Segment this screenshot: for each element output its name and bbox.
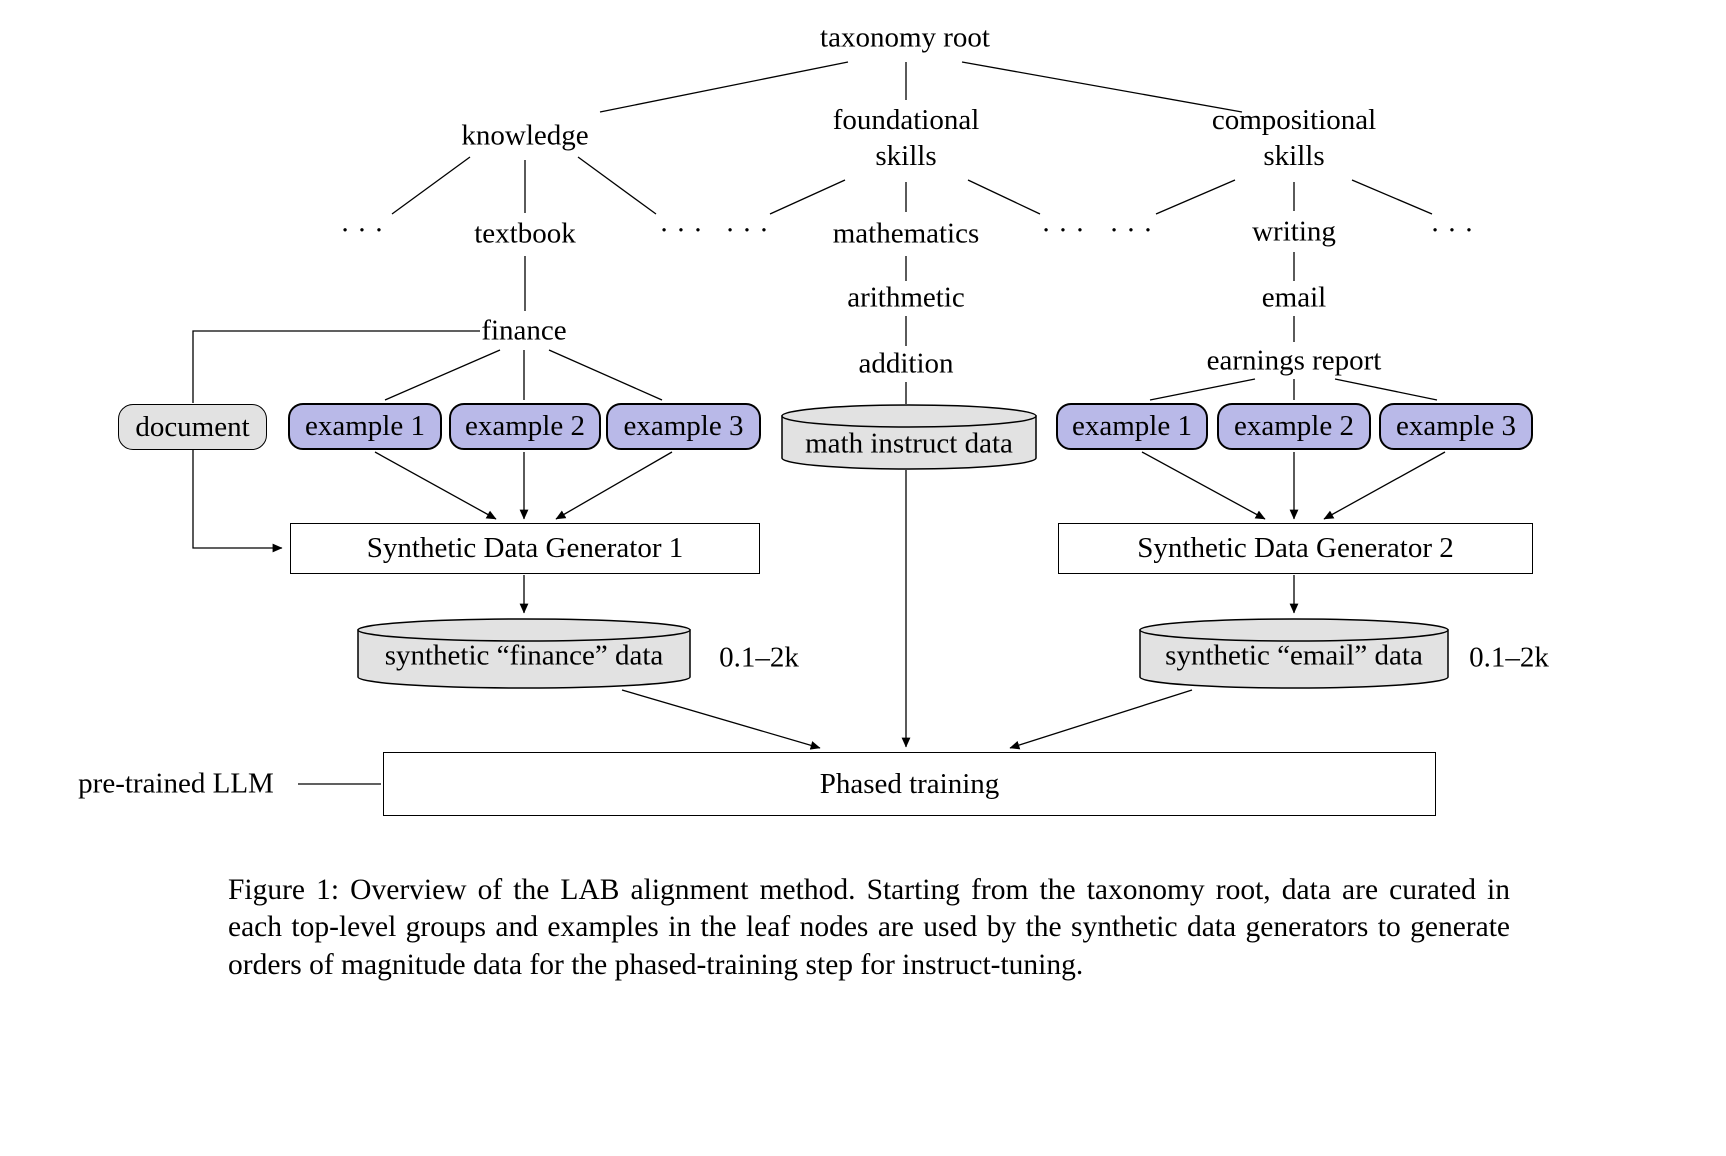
example-box-left-3: example 3 — [606, 403, 761, 450]
node-foundational-skills: foundational skills — [832, 104, 980, 172]
edge-compositional-ellipsis — [1155, 179, 1236, 215]
node-finance: finance — [481, 314, 567, 347]
edge-finance-example1 — [384, 349, 501, 401]
edge-finance-example3 — [548, 349, 663, 401]
edge-earnings-example1 — [1149, 378, 1256, 401]
example-box-right-1: example 1 — [1056, 403, 1208, 450]
arrow-example1-sdg2 — [1141, 451, 1266, 520]
synthetic-data-generator-1-box: Synthetic Data Generator 1 — [290, 523, 760, 574]
example-box-right-3: example 3 — [1379, 403, 1533, 450]
size-label-left: 0.1–2k — [719, 641, 799, 674]
node-earnings-report: earnings report — [1206, 344, 1382, 377]
example-box-left-1: example 1 — [288, 403, 442, 450]
figure-caption: Figure 1: Overview of the LAB alignment … — [228, 874, 1510, 981]
node-email: email — [1261, 281, 1327, 314]
node-taxonomy-root: taxonomy root — [820, 21, 990, 54]
ellipsis: · · · — [725, 214, 769, 247]
synthetic-finance-cylinder — [357, 618, 691, 689]
size-label-right: 0.1–2k — [1469, 641, 1549, 674]
cylinder-body — [1139, 629, 1449, 689]
edge-earnings-example3 — [1334, 378, 1438, 401]
cylinder-top — [1139, 618, 1449, 642]
tree-edges — [384, 61, 1438, 404]
ellipsis: · · · — [659, 214, 703, 247]
document-box: document — [118, 404, 267, 450]
arrow-emaildata-phased — [1009, 689, 1193, 750]
edge-root-compositional — [961, 61, 1243, 113]
synthetic-data-generator-2-box: Synthetic Data Generator 2 — [1058, 523, 1533, 574]
node-mathematics: mathematics — [832, 217, 980, 250]
example-box-left-2: example 2 — [449, 403, 601, 450]
synthetic-email-cylinder — [1139, 618, 1449, 689]
node-knowledge: knowledge — [461, 119, 589, 152]
pretrained-llm-label: pre-trained LLM — [78, 767, 274, 800]
cylinder-top — [781, 404, 1037, 428]
node-addition: addition — [858, 347, 954, 380]
cylinder-body — [357, 629, 691, 689]
edge-knowledge-ellipsis2 — [577, 156, 657, 215]
arrow-financedata-phased — [621, 689, 821, 750]
cylinder-top — [357, 618, 691, 642]
math-instruct-data-label: math instruct data — [805, 427, 1013, 460]
document-connector — [192, 330, 480, 553]
cylinder-body — [781, 415, 1037, 470]
edge-document-sdg1 — [192, 450, 283, 553]
edge-root-knowledge — [599, 61, 849, 113]
node-textbook: textbook — [474, 217, 576, 250]
edge-finance-document — [192, 330, 480, 403]
edge-foundational-ellipsis2 — [967, 179, 1041, 215]
ellipsis: · · · — [1109, 214, 1153, 247]
flow-arrows — [298, 451, 1446, 785]
ellipsis: · · · — [340, 214, 384, 247]
edge-foundational-ellipsis — [769, 179, 846, 215]
ellipsis: · · · — [1041, 214, 1085, 247]
arrow-example3-sdg2 — [1323, 451, 1446, 520]
synthetic-email-data-label: synthetic “email” data — [1165, 639, 1423, 672]
ellipsis: · · · — [1430, 214, 1474, 247]
node-arithmetic: arithmetic — [847, 281, 965, 314]
arrow-example3-sdg1 — [555, 451, 673, 520]
math-instruct-cylinder — [781, 404, 1037, 470]
synthetic-finance-data-label: synthetic “finance” data — [384, 639, 664, 672]
phased-training-box: Phased training — [383, 752, 1436, 816]
arrow-example1-sdg1 — [374, 451, 497, 520]
example-box-right-2: example 2 — [1217, 403, 1371, 450]
edge-knowledge-ellipsis — [391, 156, 471, 215]
edge-compositional-ellipsis2 — [1351, 179, 1433, 215]
node-compositional-skills: compositional skills — [1211, 104, 1377, 172]
node-writing: writing — [1252, 215, 1336, 248]
